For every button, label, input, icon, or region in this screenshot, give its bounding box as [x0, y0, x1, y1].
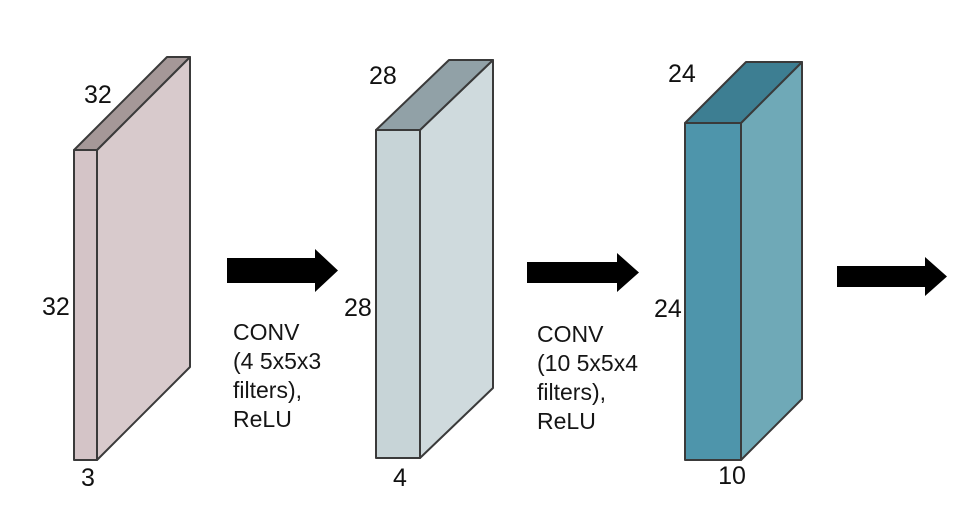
conv1-output-depth-label: 4: [393, 464, 407, 492]
conv2-op-line: (10 5x5x4: [537, 350, 639, 376]
arrow-conv1-icon: [227, 249, 338, 292]
conv1-output-height-label: 28: [344, 294, 372, 322]
conv2-output-front-face: [684, 122, 742, 461]
conv1-op-line: filters),: [233, 377, 302, 403]
arrow-conv2-icon: [527, 253, 639, 292]
conv2-output-side-face: [740, 61, 803, 461]
conv2-output-width-label: 24: [668, 60, 696, 88]
layer-box-conv2-output: [684, 61, 803, 461]
conv1-output-front-face: [375, 129, 421, 459]
layer-box-conv1-output: [375, 59, 494, 459]
input-height-label: 32: [42, 293, 70, 321]
conv2-op-line: CONV: [537, 321, 604, 347]
input-depth-label: 3: [81, 464, 95, 492]
conv1-op-line: ReLU: [233, 406, 292, 432]
input-width-label: 32: [84, 81, 112, 109]
conv2-output-depth-label: 10: [718, 462, 746, 490]
arrow-next-icon: [837, 257, 947, 296]
input-front-face: [73, 149, 98, 461]
conv2-op-line: filters),: [537, 379, 606, 405]
conv2-output-height-label: 24: [654, 295, 682, 323]
conv1-op-line: (4 5x5x3: [233, 348, 322, 374]
layer-box-input: [73, 56, 191, 461]
conv1-output-width-label: 28: [369, 62, 397, 90]
conv2-operation-label: CONV (10 5x5x4 filters), ReLU: [537, 320, 638, 436]
conv1-op-line: CONV: [233, 319, 300, 345]
conv2-op-line: ReLU: [537, 408, 596, 434]
conv1-operation-label: CONV (4 5x5x3 filters), ReLU: [233, 318, 321, 434]
